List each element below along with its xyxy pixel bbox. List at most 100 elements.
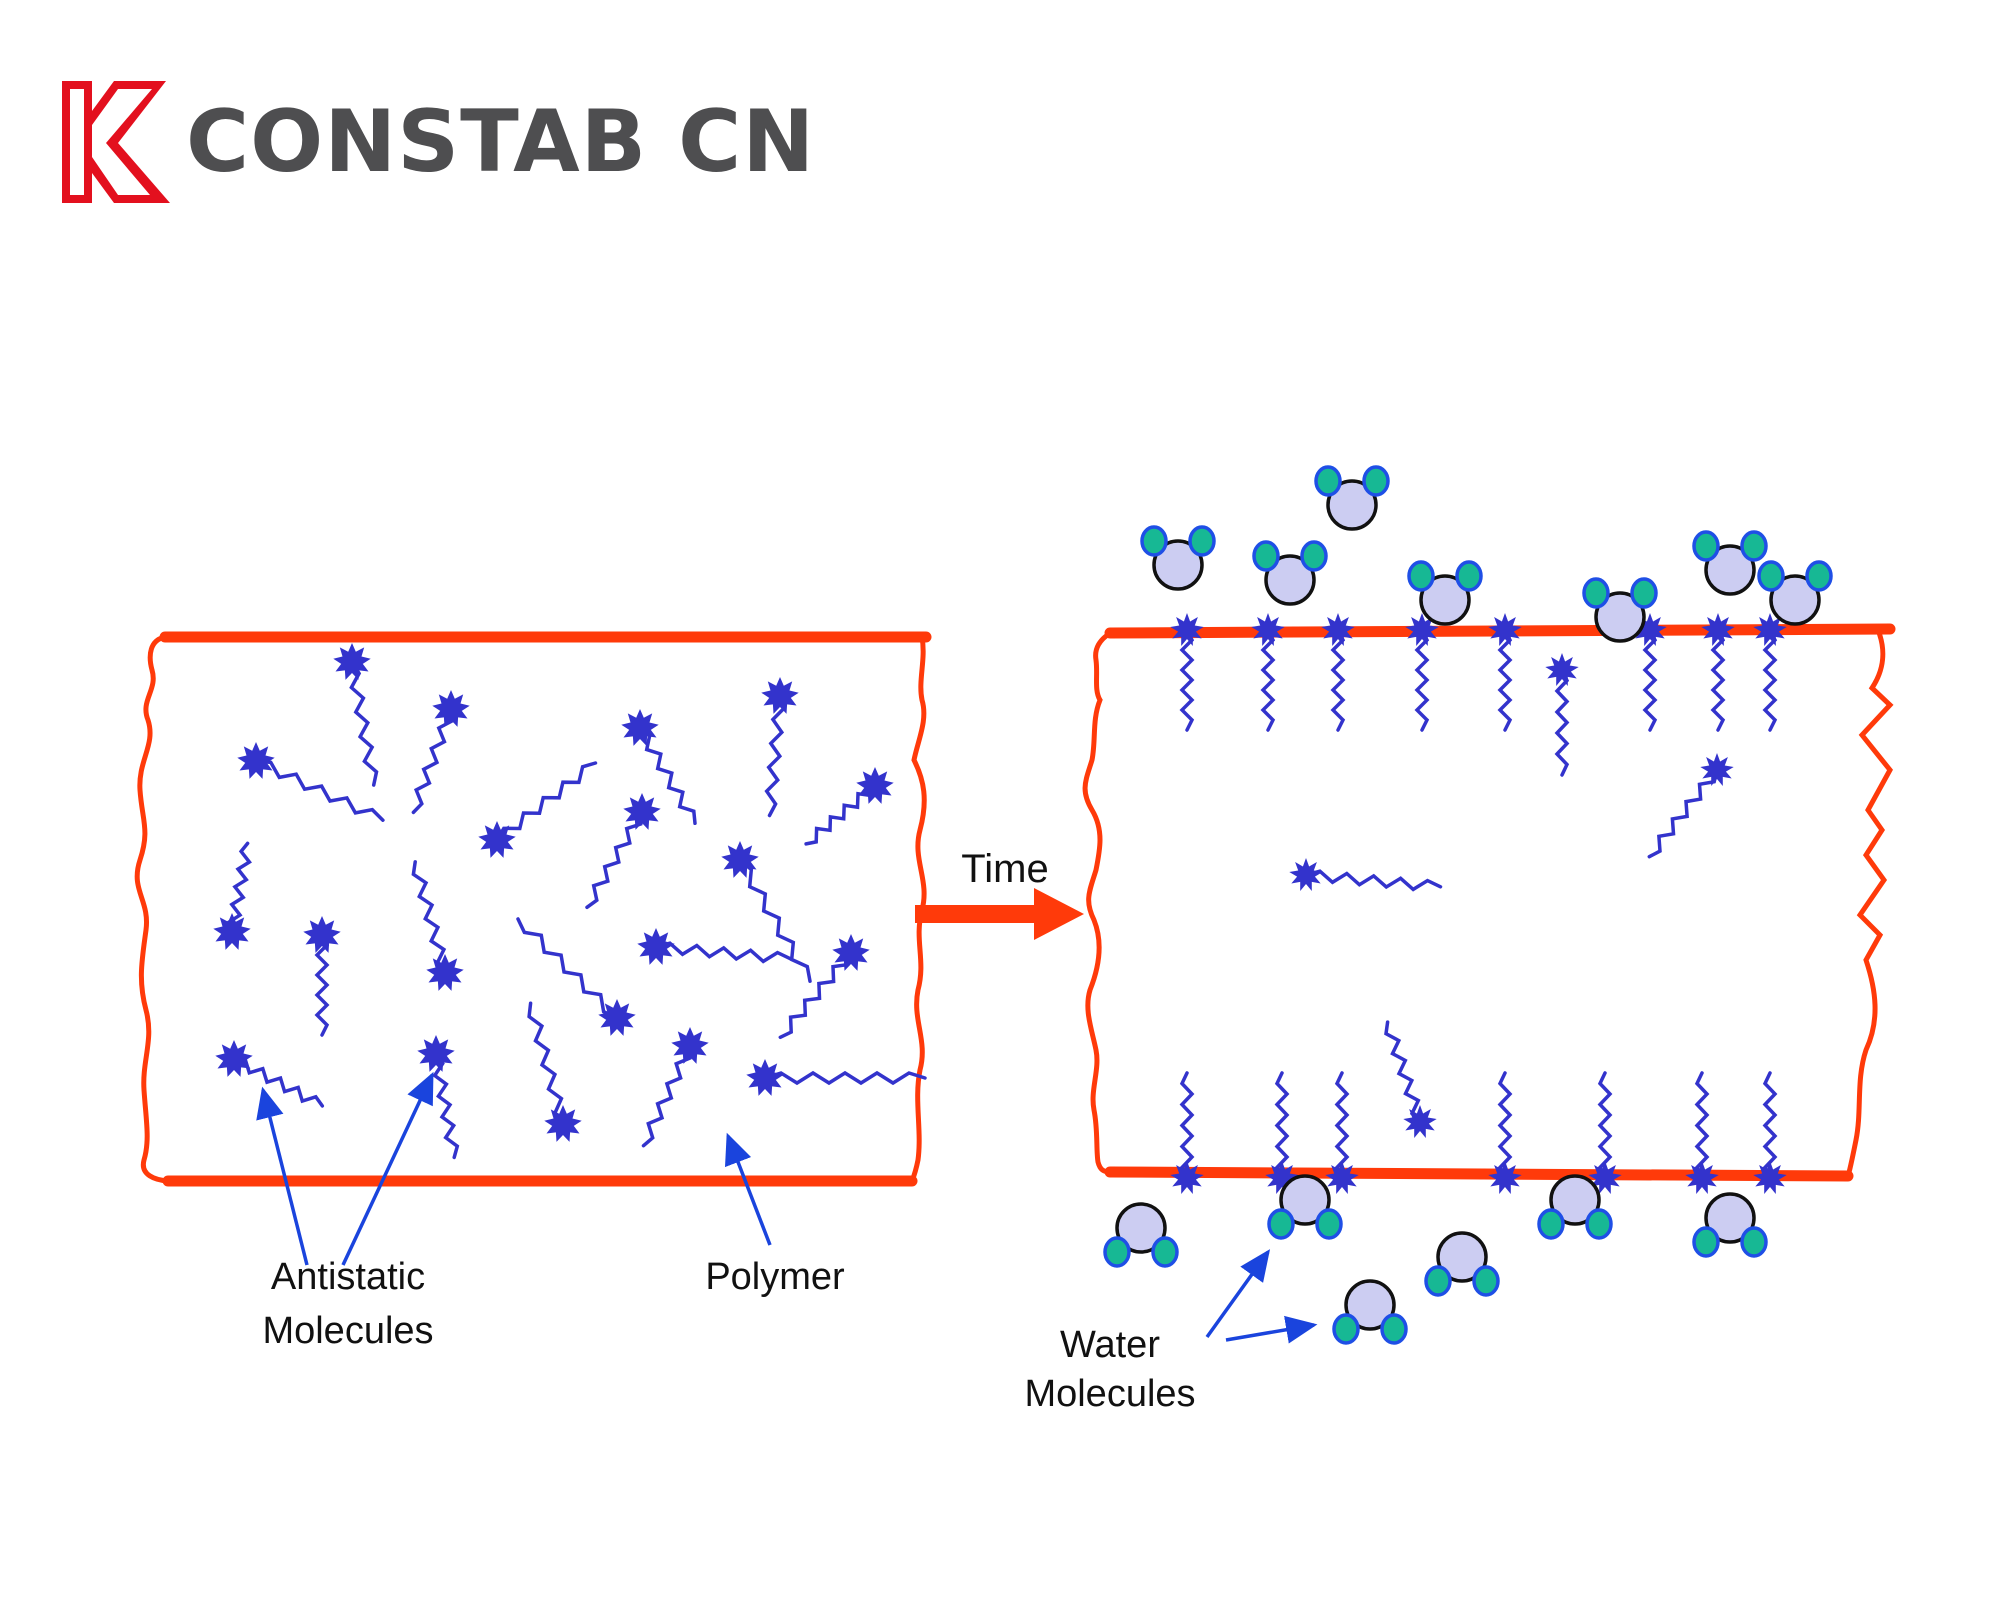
- hydrogen-atom: [1151, 1236, 1179, 1268]
- hydrogen-atom: [1537, 1208, 1565, 1240]
- molecule-head: [623, 793, 661, 830]
- migrating-antistatic-molecule: [1545, 653, 1579, 777]
- hydrogen-atom: [1455, 560, 1483, 592]
- surface-antistatic-molecule-top: [1405, 613, 1439, 732]
- molecule-tail: [1762, 628, 1778, 732]
- molecule-tail: [527, 1001, 565, 1126]
- hydrogen-atom: [1315, 1208, 1343, 1240]
- surface-antistatic-molecule-bottom: [1170, 1071, 1204, 1194]
- antistatic-molecule: [804, 767, 894, 846]
- oxygen-atom: [1115, 1202, 1167, 1254]
- hydrogen-atom: [1740, 530, 1768, 562]
- surface-antistatic-molecule-bottom: [1753, 1071, 1787, 1194]
- antistatic-label-line1: Antistatic: [271, 1256, 425, 1298]
- molecule-head: [1753, 613, 1787, 646]
- hydrogen-atom: [1630, 577, 1658, 609]
- hydrogen-atom: [1103, 1236, 1131, 1268]
- hydrogen-atom: [1424, 1265, 1452, 1297]
- oxygen-atom: [1344, 1279, 1396, 1331]
- water-arrow-1: [1205, 1249, 1271, 1339]
- molecule-tail: [1384, 1020, 1422, 1124]
- hydrogen-atom: [1362, 465, 1390, 497]
- surface-antistatic-molecule-top: [1488, 613, 1522, 732]
- molecule-head: [1701, 613, 1735, 646]
- oxygen-atom: [1152, 539, 1204, 591]
- molecule-tail: [1260, 628, 1276, 732]
- oxygen-atom: [1436, 1231, 1488, 1283]
- molecule-head: [303, 916, 341, 953]
- migrating-antistatic-molecule: [1384, 1020, 1437, 1138]
- molecule-head: [1325, 1161, 1359, 1194]
- molecule-head: [637, 928, 675, 965]
- antistatic-molecule: [778, 934, 870, 1040]
- hydrogen-atom: [1140, 525, 1168, 557]
- antistatic-molecule: [215, 1040, 325, 1108]
- molecule-head: [1170, 613, 1204, 646]
- antistatic-arrow-2: [341, 1071, 434, 1266]
- left-polymer-left-edge: [134, 634, 169, 1184]
- hydrogen-atom: [1472, 1265, 1500, 1297]
- molecule-head: [598, 999, 636, 1036]
- hydrogen-atom: [1252, 540, 1280, 572]
- polymer-arrow: [725, 1132, 772, 1246]
- antistatic-molecule: [417, 1035, 460, 1160]
- molecule-head: [426, 954, 464, 991]
- molecule-head: [721, 841, 759, 878]
- left-label-arrows: [256, 1071, 772, 1266]
- hydrogen-atom: [1267, 1208, 1295, 1240]
- molecule-tail: [349, 660, 379, 787]
- molecule-tail: [1762, 1071, 1778, 1180]
- molecule-head: [213, 913, 251, 950]
- antistatic-molecule: [585, 793, 661, 910]
- antistatic-molecule: [637, 928, 793, 965]
- hydrogen-atom: [1692, 530, 1720, 562]
- surface-antistatic-molecule-bottom: [1325, 1071, 1359, 1194]
- k-logo-icon: [62, 81, 170, 203]
- molecule-tail: [1497, 1071, 1513, 1180]
- antistatic-molecule: [237, 742, 385, 822]
- left-panel-polymer: [134, 631, 932, 1187]
- molecule-tail: [232, 1057, 325, 1108]
- molecule-head: [417, 1035, 455, 1072]
- time-label: Time: [961, 847, 1048, 891]
- water-arrow-2: [1225, 1315, 1318, 1344]
- water-molecule: [1692, 530, 1768, 596]
- molecule-tail: [763, 1070, 927, 1086]
- right-polymer-bottom-edge: [1104, 1166, 1854, 1182]
- antistatic-molecule: [761, 677, 799, 818]
- molecule-tail: [314, 933, 330, 1037]
- water-molecule: [1314, 465, 1390, 531]
- molecule-tail: [638, 726, 697, 826]
- surface-antistatic-molecule-top: [1321, 613, 1355, 732]
- molecule-head: [1753, 1161, 1787, 1194]
- antistatic-molecule: [621, 709, 697, 826]
- water-molecule: [1757, 560, 1833, 626]
- right-polymer-right-edge: [1845, 629, 1894, 1177]
- polymer-label: Polymer: [705, 1256, 845, 1298]
- hydrogen-atom: [1314, 465, 1342, 497]
- water-molecule: [1252, 540, 1328, 606]
- molecule-tail: [1179, 1071, 1195, 1180]
- antistatic-molecule: [527, 1001, 582, 1142]
- molecule-head: [1405, 613, 1439, 646]
- antistatic-molecule: [516, 917, 636, 1036]
- brand-logo: CONSTAB CN: [62, 80, 815, 204]
- water-label-line2: Molecules: [1024, 1373, 1195, 1415]
- surface-antistatic-molecule-top: [1251, 613, 1285, 732]
- molecule-head: [1265, 1161, 1299, 1194]
- interior-antistatic-molecule: [1289, 858, 1443, 892]
- molecule-head: [1289, 858, 1323, 891]
- molecule-head: [1251, 613, 1285, 646]
- right-antistatic-molecules: [1170, 613, 1787, 1194]
- molecule-head: [1488, 613, 1522, 646]
- water-molecule: [1332, 1279, 1408, 1345]
- hydrogen-atom: [1407, 560, 1435, 592]
- water-label-line1: Water: [1060, 1324, 1160, 1366]
- molecule-tail: [254, 759, 385, 822]
- antistatic-molecule: [641, 1027, 709, 1148]
- oxygen-atom: [1549, 1174, 1601, 1226]
- molecule-head: [237, 742, 275, 779]
- molecule-tail: [738, 858, 812, 983]
- hydrogen-atom: [1380, 1313, 1408, 1345]
- molecule-head: [761, 677, 799, 714]
